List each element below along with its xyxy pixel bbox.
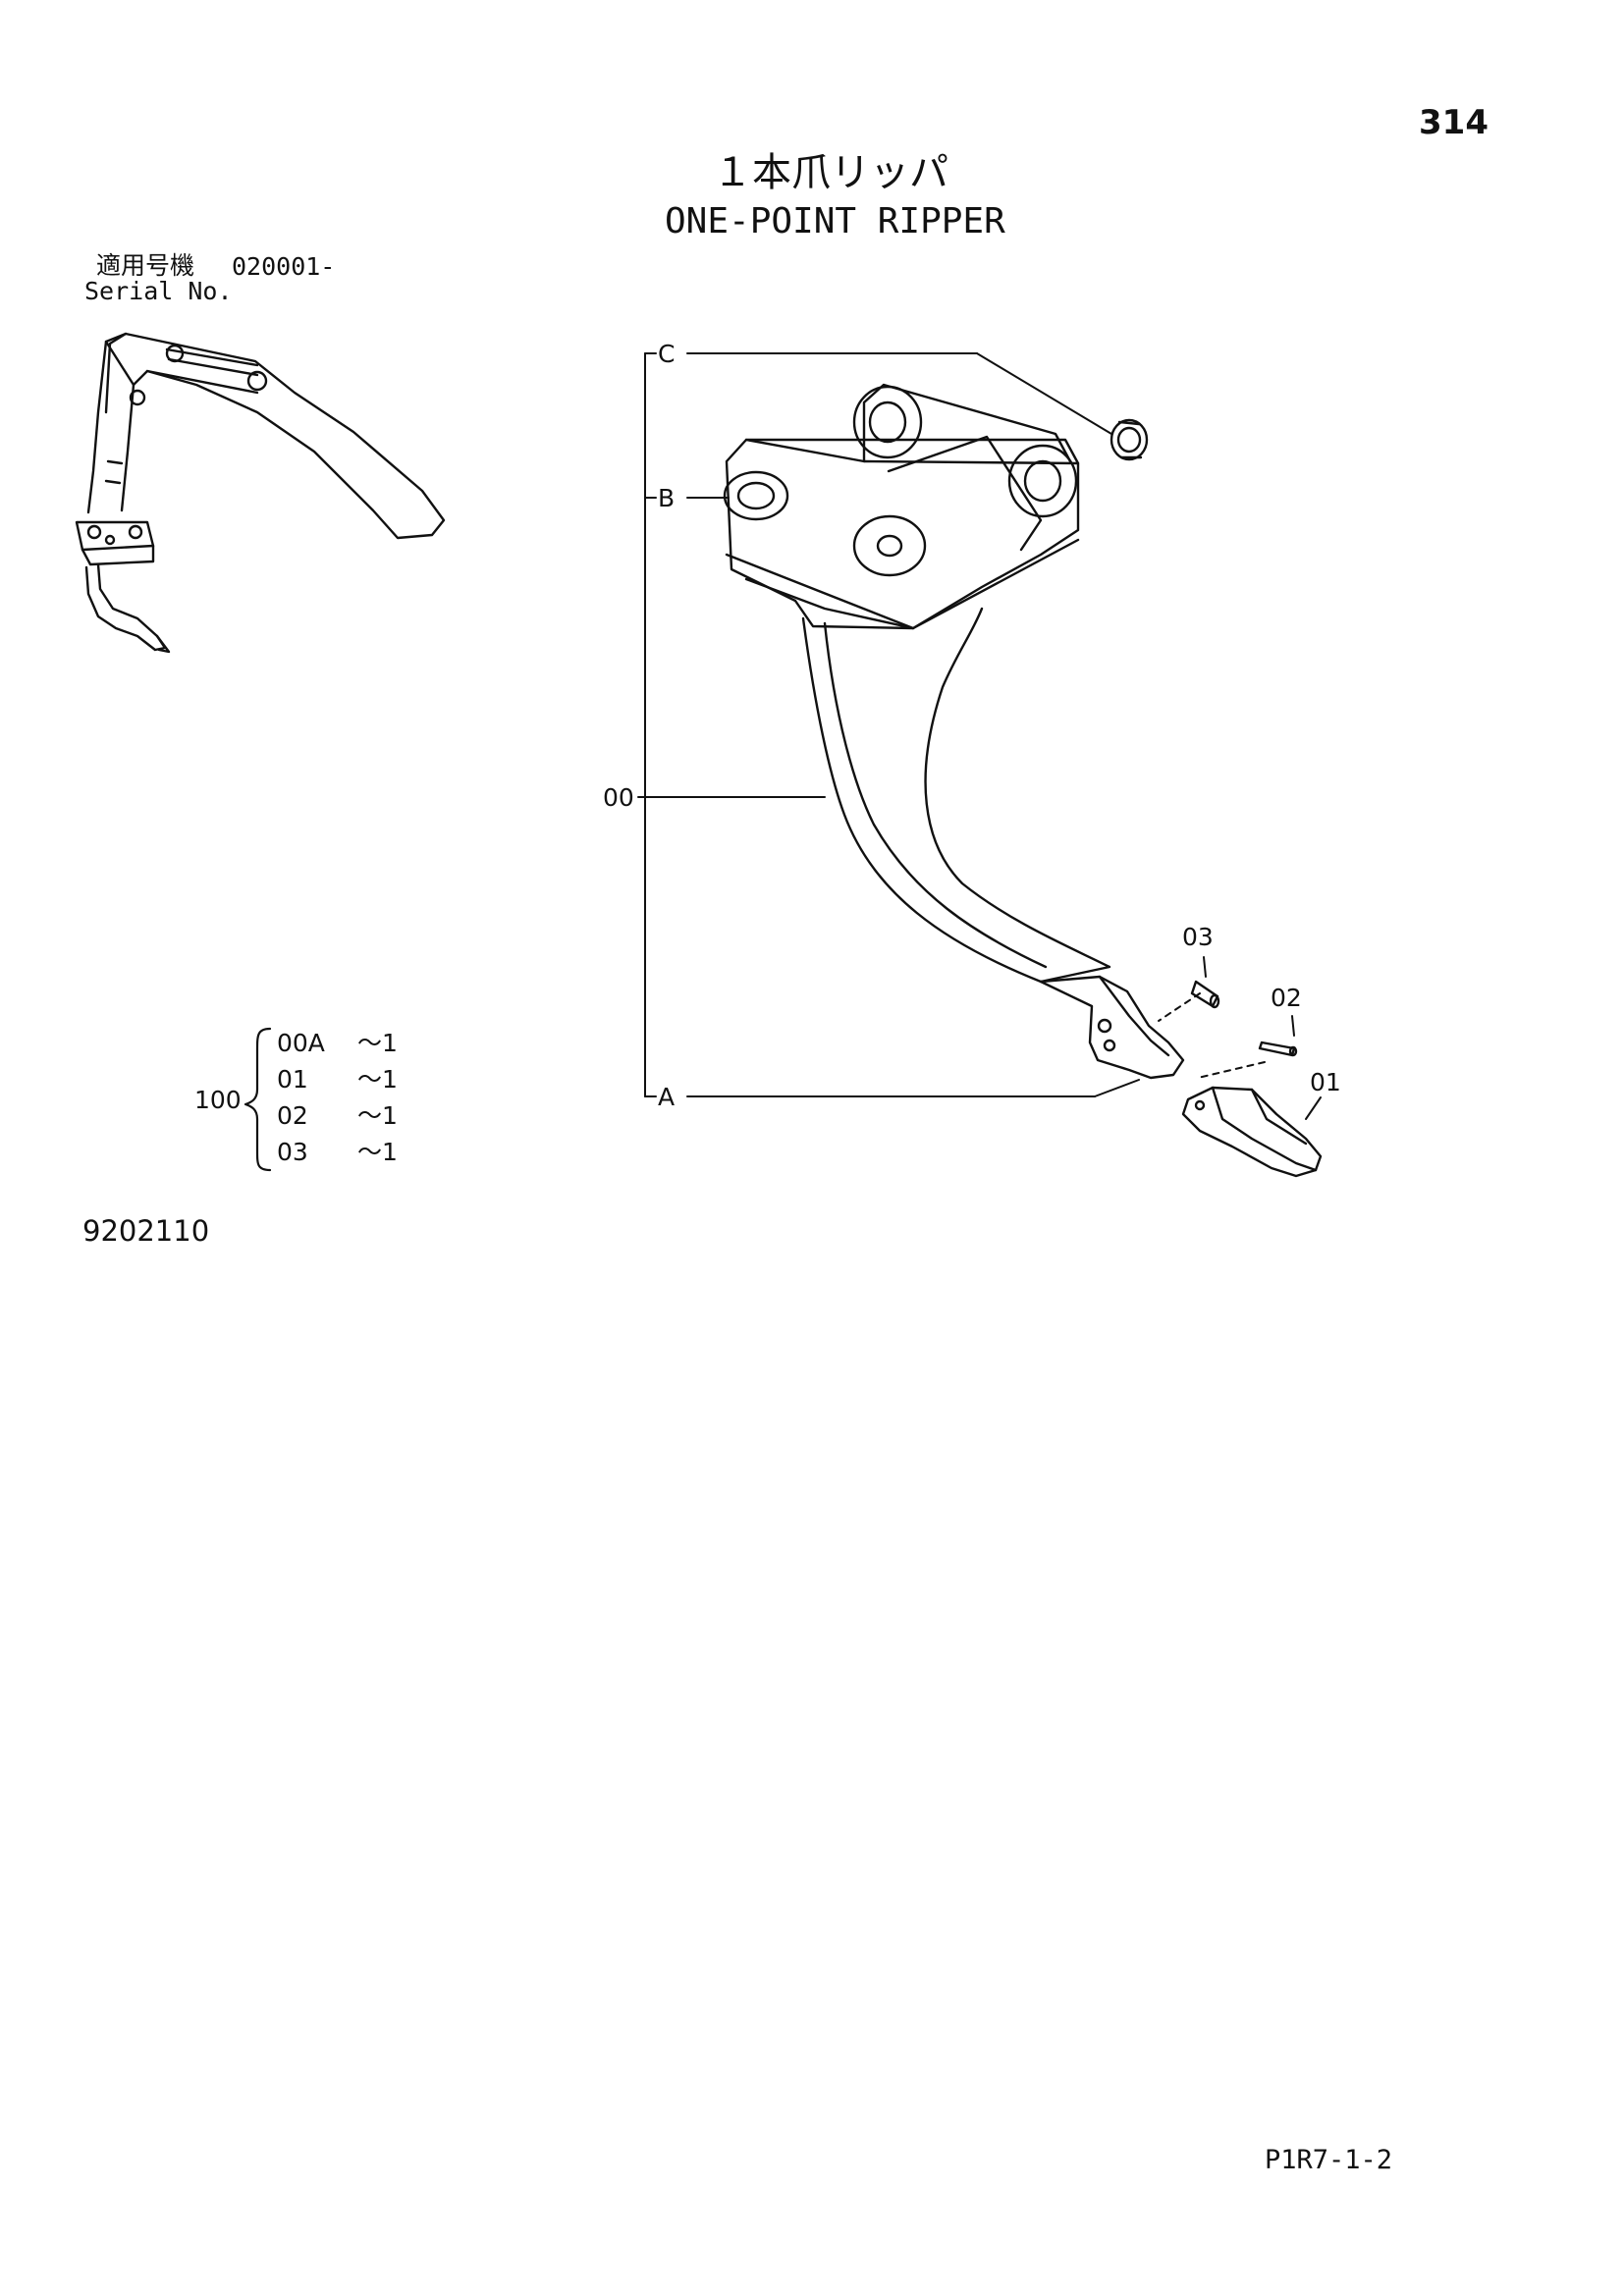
callout-part-00: 00 (603, 783, 634, 812)
ripper-point-drawing-icon (1181, 1086, 1323, 1178)
callout-part-03: 03 (1182, 923, 1214, 951)
kit-number: 100 (194, 1086, 242, 1114)
kit-item-qty: ～1 (357, 1101, 398, 1130)
title-japanese: １本爪リッパ (713, 150, 948, 195)
serial-label-english: Serial No. (84, 277, 233, 305)
serial-label-japanese: 適用号機 (96, 251, 195, 280)
kit-item-qty: ～1 (357, 1065, 398, 1094)
callout-c: C (658, 340, 676, 368)
pin-drawing-icon (1190, 980, 1298, 1057)
kit-brace (244, 1027, 272, 1172)
kit-item-part: 00A (277, 1029, 325, 1057)
excavator-arm-thumbnail-icon (75, 332, 446, 654)
ripper-shank-drawing-icon (723, 383, 1185, 1080)
kit-item-qty: ～1 (357, 1138, 398, 1166)
bushing-ring-drawing-icon (1110, 418, 1149, 461)
kit-item-part: 02 (277, 1101, 308, 1130)
kit-item-part: 01 (277, 1065, 308, 1094)
callout-leaders (637, 352, 1322, 1120)
page-code: P1R7-1-2 (1265, 2145, 1393, 2175)
kit-item-part: 03 (277, 1138, 308, 1166)
document-number: 9202110 (82, 1214, 210, 1248)
callout-a: A (658, 1083, 676, 1111)
callout-part-01: 01 (1310, 1068, 1341, 1096)
page-number: 314 (1419, 103, 1489, 142)
title-english: ONE-POINT RIPPER (665, 201, 1005, 241)
serial-value: 020001- (232, 252, 336, 281)
callout-part-02: 02 (1271, 984, 1302, 1012)
callout-b: B (658, 484, 676, 512)
kit-item-qty: ～1 (357, 1029, 398, 1057)
